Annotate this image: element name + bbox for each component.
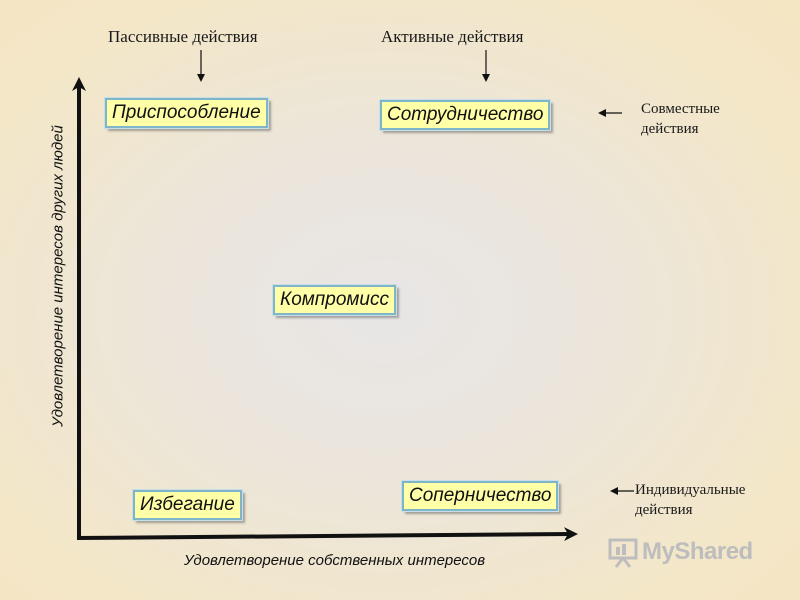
compromise-box: Компромисс [272,284,397,316]
passive-actions-label: Пассивные действия [108,27,258,46]
active-actions-label: Активные действия [381,27,524,46]
individual-actions-note: Индивидуальные действия [635,480,745,521]
x-axis [76,527,578,542]
joint-actions-line2: действия [641,121,699,138]
y-axis-label: Удовлетворение интересов других людей [49,125,67,427]
joint-actions-note: Совместные действия [641,99,720,140]
accommodation-box: Приспособление [104,97,269,129]
presentation-board-icon [608,538,638,568]
avoidance-box: Избегание [132,489,243,521]
collaboration-box: Сотрудничество [378,99,552,131]
watermark-text: MyShared [642,538,753,565]
individual-actions-line2: действия [635,502,693,519]
joint-actions-line1: Совместные [641,101,720,117]
x-axis-label: Удовлетворение собственных интересов [184,552,486,569]
individual-actions-line1: Индивидуальные [635,482,746,498]
competition-box: Соперничество [400,480,560,512]
myshared-watermark: MyShared [608,536,753,568]
